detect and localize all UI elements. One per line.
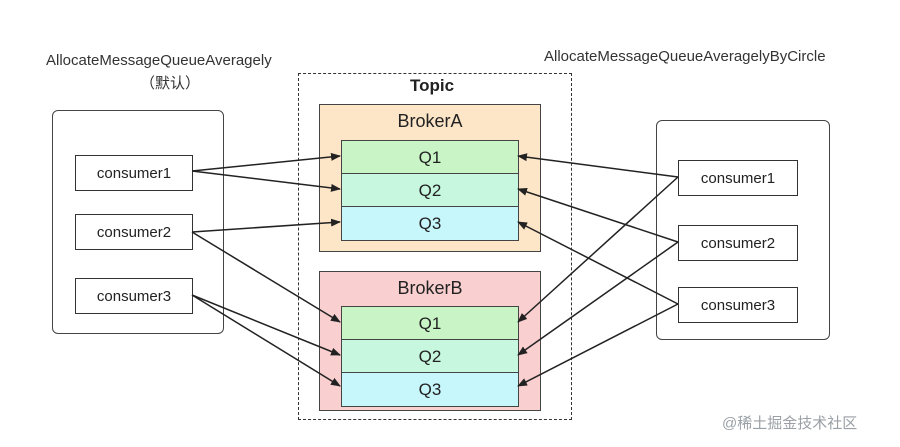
arrow-r3-a-q3 <box>517 221 679 305</box>
broker-b-queue-q2: Q2 <box>341 339 519 374</box>
arrow-r2-b-q2 <box>517 241 679 356</box>
right-strategy-title: AllocateMessageQueueAveragelyByCircle <box>544 48 826 65</box>
arrow-l2-b-q1 <box>191 231 341 323</box>
arrow-r1-a-q1 <box>517 153 679 178</box>
broker-a-title: BrokerA <box>397 111 463 131</box>
arrow-r2-a-q2 <box>517 188 679 243</box>
topic-title: Topic <box>410 76 455 95</box>
left-strategy-title: AllocateMessageQueueAveragely <box>46 52 272 69</box>
broker-b-title: BrokerB <box>397 278 463 298</box>
arrow-r3-b-q3 <box>517 303 679 387</box>
left-strategy-subtitle: （默认） <box>140 75 201 92</box>
arrow-l2-a-q3 <box>191 218 341 233</box>
arrow-r1-b-q1 <box>517 176 679 323</box>
left-consumer2: consumer2 <box>75 214 193 250</box>
broker-b-queue-q1: Q1 <box>341 306 519 341</box>
arrow-l1-a-q1 <box>191 152 341 172</box>
right-consumer2: consumer2 <box>678 225 798 261</box>
right-consumer3: consumer3 <box>678 287 798 323</box>
arrow-l3-b-q3 <box>191 294 341 387</box>
left-consumer1: consumer1 <box>75 155 193 191</box>
watermark: @稀土掘金技术社区 <box>722 415 858 432</box>
right-consumer1: consumer1 <box>678 160 798 196</box>
broker-b-queue-q3: Q3 <box>341 372 519 407</box>
broker-a-queue-q1: Q1 <box>341 140 519 175</box>
left-consumer3: consumer3 <box>75 278 193 314</box>
arrow-l3-b-q2 <box>191 294 341 356</box>
broker-a-queue-q3: Q3 <box>341 206 519 241</box>
topic-container <box>298 73 572 420</box>
arrow-l1-a-q2 <box>191 170 341 192</box>
